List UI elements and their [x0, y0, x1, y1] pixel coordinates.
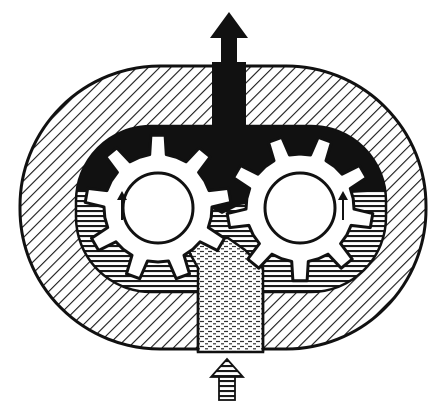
inlet-arrow-up-hatched: [211, 359, 243, 400]
gear-hub: [123, 173, 193, 243]
outlet-arrow-up-solid: [210, 12, 248, 66]
outlet-channel: [212, 62, 246, 134]
gear-hub: [265, 173, 335, 243]
